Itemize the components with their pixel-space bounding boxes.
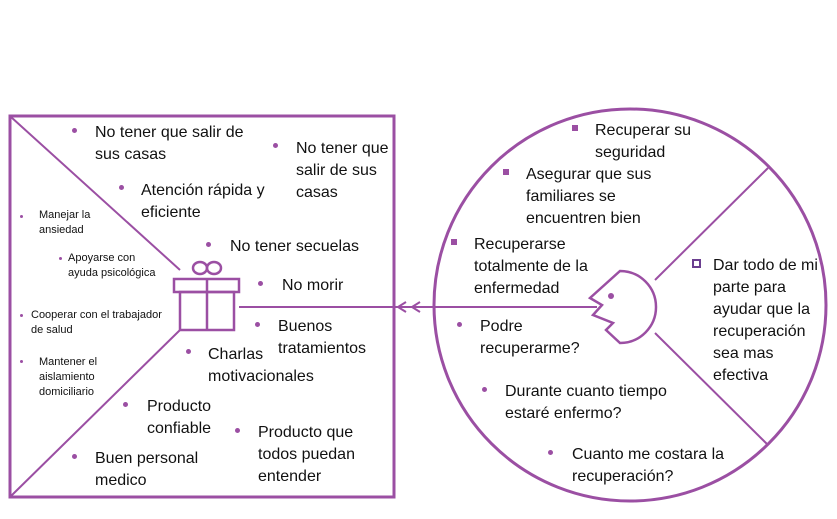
bullet-icon [72, 128, 77, 133]
gain-creator-item: No tener que salir de sus casas [296, 140, 389, 201]
divider-top-left [10, 116, 181, 271]
bullet-icon [59, 257, 62, 260]
bullet-icon [186, 349, 191, 354]
bullet-icon [20, 215, 23, 218]
customer-gain-item: Asegurar que sus familiares se encuentre… [526, 166, 652, 227]
gain-creator-item: No morir [282, 277, 344, 294]
pain-reliever-item: Apoyarse con ayuda psicológica [68, 252, 156, 279]
bullet-icon [20, 314, 23, 317]
bullet-icon [482, 387, 487, 392]
divider-upper-right [654, 167, 769, 281]
gain-creator-item: Buenos tratamientos [278, 318, 367, 357]
bullet-icon [20, 360, 23, 363]
square-bullet-icon [503, 169, 509, 175]
customer-job-item: Dar todo de mi parte para ayudar que la … [713, 257, 818, 384]
pain-reliever-item: Manejar la ansiedad [39, 209, 91, 236]
bullet-icon [72, 454, 77, 459]
bullet-icon [255, 322, 260, 327]
customer-pain-item: Podre recuperarme? [480, 318, 580, 357]
bullet-icon [258, 281, 263, 286]
product-item: Producto confiable [147, 398, 212, 437]
customer-profile-circle [432, 107, 828, 503]
product-item: Producto que todos puedan entender [258, 424, 355, 485]
bullet-icon [457, 322, 462, 327]
divider-lower-right [654, 332, 769, 446]
pain-reliever-item: Mantener el aislamiento domiciliario [39, 356, 98, 398]
customer-gain-item: Recuperar su seguridad [595, 122, 692, 161]
pain-reliever-item: Cooperar con el trabajador de salud [31, 309, 162, 336]
square-bullet-icon [572, 125, 578, 131]
bullet-icon [123, 402, 128, 407]
checkbox-bullet-icon [692, 259, 701, 268]
bullet-icon [235, 428, 240, 433]
product-item: Buen personal medico [95, 450, 199, 489]
face-icon [587, 269, 658, 345]
customer-pain-item: Cuanto me costara la recuperación? [572, 446, 725, 485]
gift-icon [172, 260, 241, 332]
bullet-icon [206, 242, 211, 247]
square-bullet-icon [451, 239, 457, 245]
bullet-icon [548, 450, 553, 455]
divider-bottom-left [10, 329, 181, 497]
bullet-icon [273, 143, 278, 148]
gain-creator-item: Atención rápida y eficiente [141, 182, 265, 221]
gain-creator-item: No tener secuelas [230, 238, 359, 255]
arrow-left-icon [239, 301, 597, 313]
customer-pain-item: Durante cuanto tiempo estaré enfermo? [505, 383, 667, 422]
product-item: Charlas motivacionales [208, 346, 314, 385]
gain-creator-item: No tener que salir de sus casas [95, 124, 244, 163]
bullet-icon [119, 185, 124, 190]
customer-gain-item: Recuperarse totalmente de la enfermedad [474, 236, 588, 297]
